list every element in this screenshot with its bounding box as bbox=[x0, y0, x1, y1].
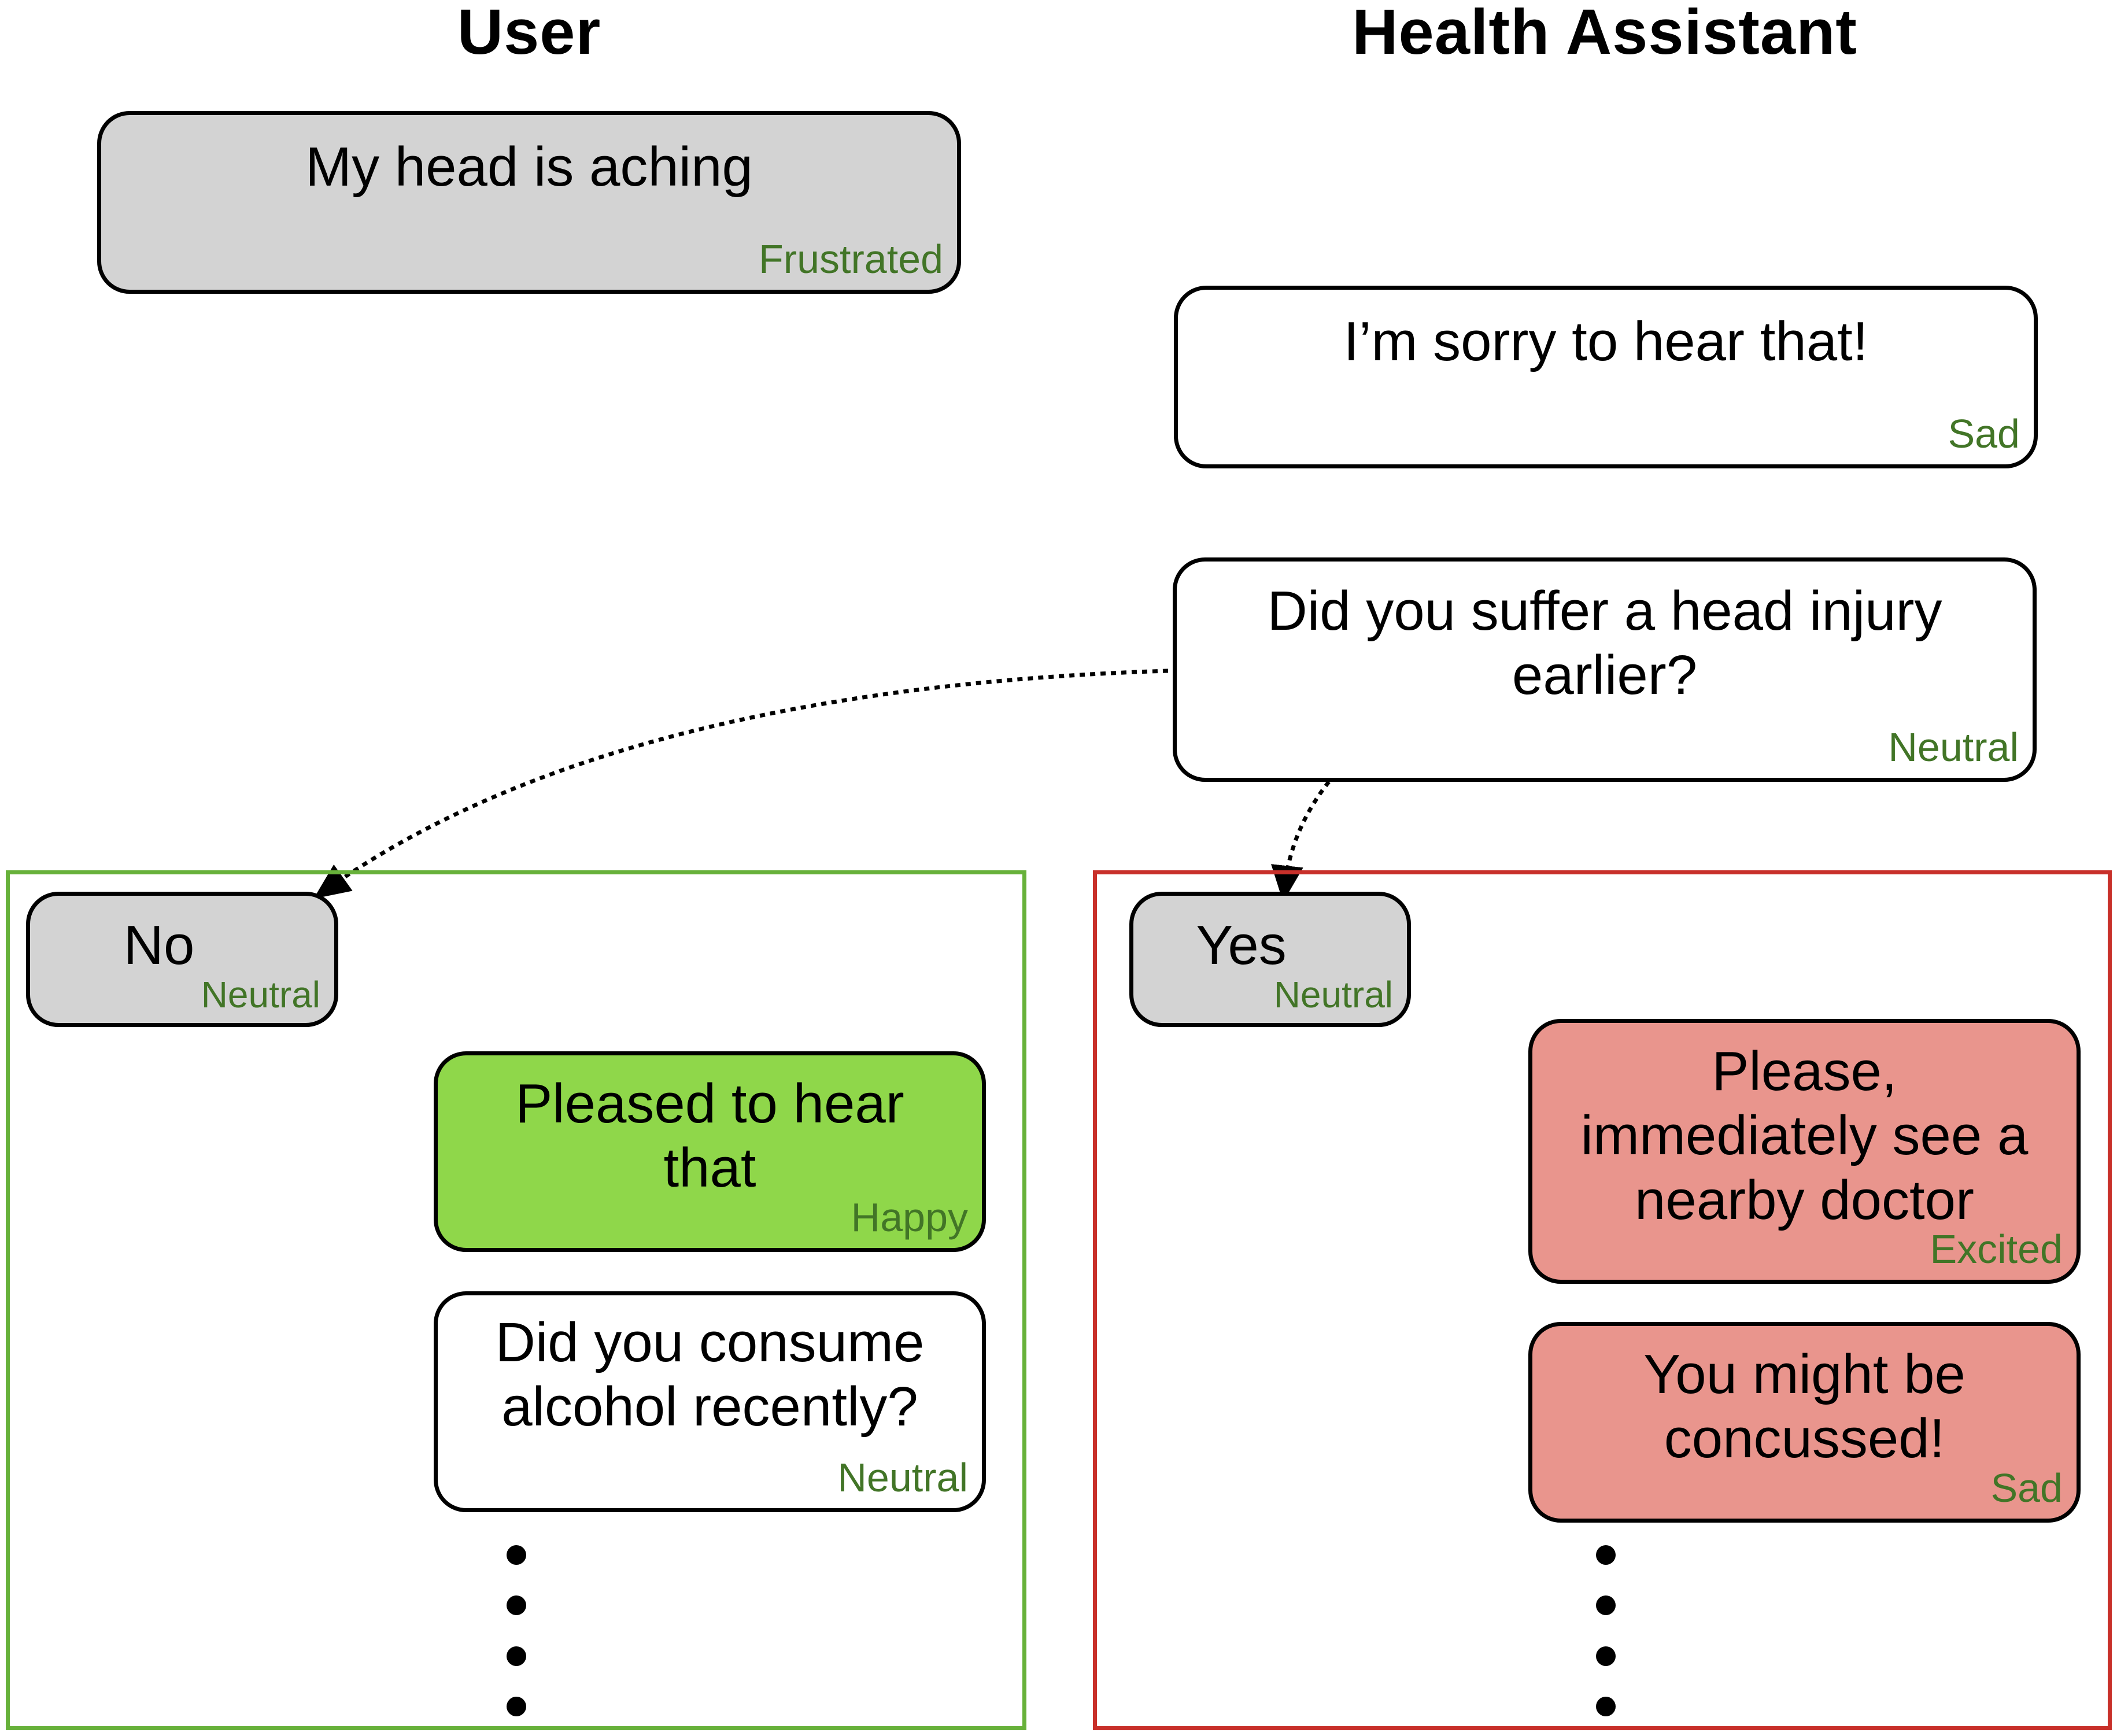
message-text: Did you suffer a head injury earlier? bbox=[1267, 580, 1942, 707]
emotion-label: Excited bbox=[1930, 1227, 2063, 1272]
message-text: Pleased to hear that bbox=[515, 1073, 904, 1199]
user-message-head-aching: My head is aching Frustrated bbox=[97, 111, 961, 294]
assistant-message-head-injury: Did you suffer a head injury earlier? Ne… bbox=[1173, 557, 2037, 782]
yes-branch-frame bbox=[1093, 870, 2112, 1730]
user-column-header: User bbox=[457, 0, 601, 68]
dot bbox=[507, 1595, 526, 1615]
emotion-label: Frustrated bbox=[759, 237, 943, 282]
assistant-message-sorry: I’m sorry to hear that! Sad bbox=[1174, 286, 2038, 468]
user-reply-no: No Neutral bbox=[26, 892, 338, 1027]
message-text: My head is aching bbox=[305, 136, 753, 198]
message-text: Please, immediately see a nearby doctor bbox=[1580, 1040, 2029, 1231]
message-text: Did you consume alcohol recently? bbox=[495, 1312, 925, 1438]
emotion-label: Neutral bbox=[1888, 725, 2019, 770]
dot bbox=[1596, 1697, 1616, 1716]
assistant-message-concussed: You might be concussed! Sad bbox=[1528, 1322, 2081, 1523]
continuation-dots-no-branch bbox=[507, 1545, 530, 1719]
emotion-label: Neutral bbox=[1273, 973, 1393, 1015]
assistant-message-pleased: Pleased to hear that Happy bbox=[434, 1051, 986, 1252]
assistant-message-alcohol: Did you consume alcohol recently? Neutra… bbox=[434, 1291, 986, 1512]
emotion-label: Sad bbox=[1948, 411, 2020, 456]
dot bbox=[507, 1697, 526, 1716]
message-text: You might be concussed! bbox=[1643, 1343, 1965, 1470]
no-branch-frame bbox=[6, 870, 1026, 1730]
dot bbox=[1596, 1545, 1616, 1565]
emotion-label: Sad bbox=[1990, 1465, 2063, 1510]
continuation-dots-yes-branch bbox=[1596, 1545, 1619, 1719]
assistant-column-header: Health Assistant bbox=[1352, 0, 1857, 68]
user-reply-yes: Yes Neutral bbox=[1129, 892, 1411, 1027]
emotion-label: Neutral bbox=[201, 973, 320, 1015]
emotion-label: Neutral bbox=[837, 1455, 968, 1500]
message-text: Yes bbox=[1196, 914, 1287, 976]
dot bbox=[1596, 1646, 1616, 1666]
emotion-label: Happy bbox=[851, 1195, 968, 1240]
dot bbox=[507, 1646, 526, 1666]
message-text: No bbox=[123, 914, 195, 976]
dot bbox=[507, 1545, 526, 1565]
dot bbox=[1596, 1595, 1616, 1615]
arrow-to-no-branch bbox=[313, 668, 1169, 899]
message-text: I’m sorry to hear that! bbox=[1343, 311, 1868, 372]
assistant-message-see-doctor: Please, immediately see a nearby doctor … bbox=[1528, 1019, 2081, 1284]
